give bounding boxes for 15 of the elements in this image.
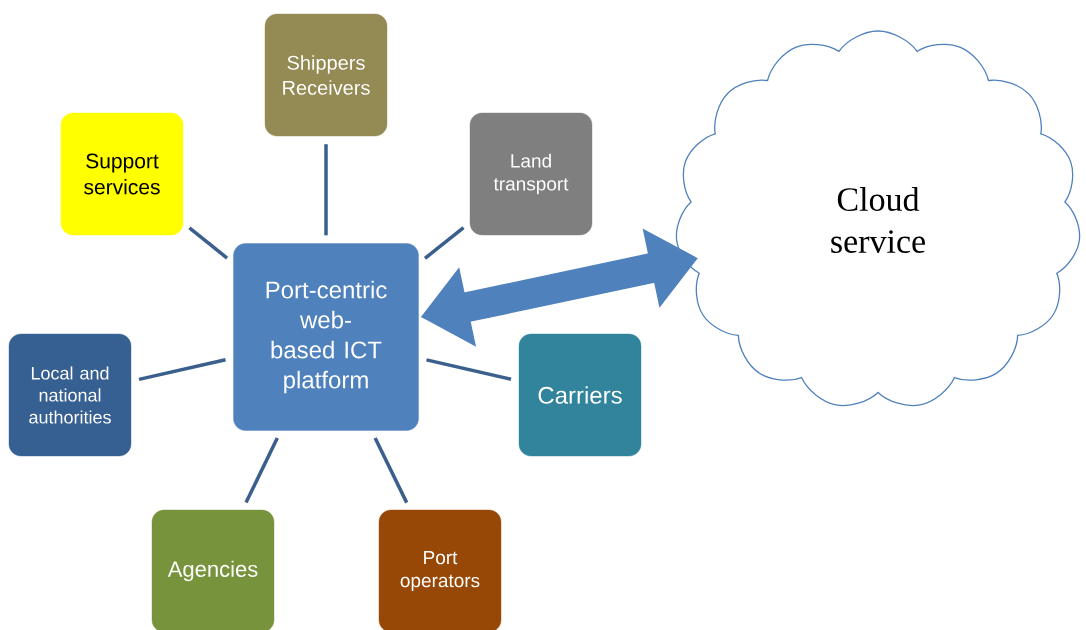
connector-line: [324, 144, 328, 236]
process-box: Port-centric web-based ICT platform: [233, 243, 419, 431]
connector-line: [426, 358, 512, 381]
connector-line: [138, 358, 226, 382]
connector-line: [373, 437, 409, 504]
process-box: Carriers: [518, 333, 642, 457]
process-box: Local and national authorities: [8, 333, 132, 457]
connector-line: [244, 437, 279, 504]
process-box: Land transport: [469, 112, 593, 236]
process-box: Shippers Receivers: [264, 13, 388, 137]
connector-line: [188, 226, 229, 260]
process-box: Support services: [60, 112, 184, 236]
connector-line: [423, 226, 465, 260]
process-box: Port operators: [378, 509, 502, 630]
process-box: Agencies: [151, 509, 275, 630]
